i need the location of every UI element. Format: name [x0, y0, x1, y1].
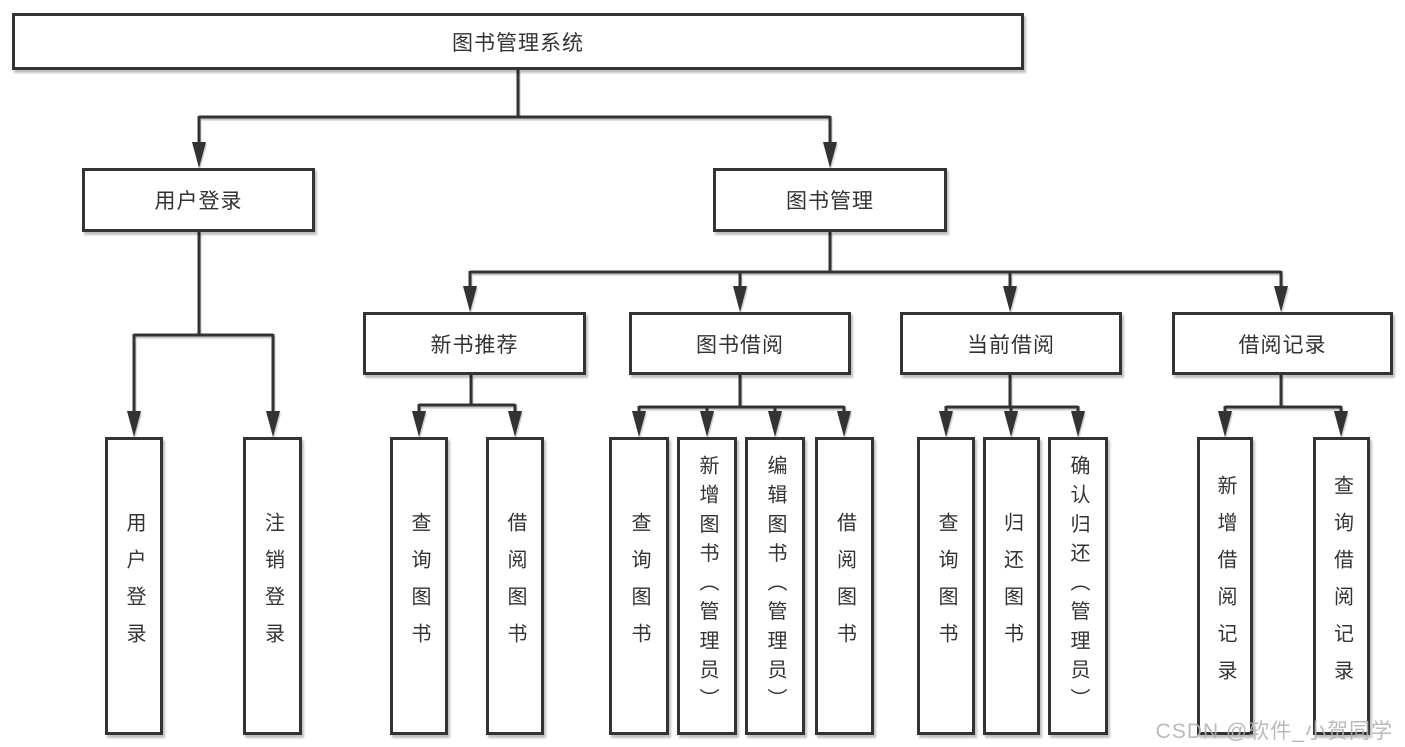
leaf-current-confirm-admin: 确认归还（管理员） [1048, 437, 1108, 735]
leaf-borrow-add-admin: 新增图书（管理员） [677, 437, 737, 735]
node-new-book-recommend-label: 新书推荐 [430, 333, 519, 357]
leaf-borrow-borrow: 借阅图书 [815, 437, 874, 735]
leaf-newbook-query-label: 查询图书 [408, 512, 430, 660]
leaf-user-login: 用户登录 [105, 437, 163, 735]
arrowheads [127, 142, 1348, 437]
leaf-borrow-query: 查询图书 [609, 437, 669, 735]
leaf-borrow-edit-admin-label: 编辑图书（管理员） [764, 455, 786, 717]
node-user-login: 用户登录 [82, 168, 315, 232]
leaf-records-query-label: 查询借阅记录 [1330, 475, 1353, 697]
csdn-watermark: CSDN @软件_小贺同学 [1155, 720, 1393, 743]
node-book-management-label: 图书管理 [786, 190, 874, 213]
leaf-borrow-edit-admin: 编辑图书（管理员） [745, 437, 805, 735]
leaf-logout-label: 注销登录 [261, 512, 284, 660]
leaf-user-login-label: 用户登录 [123, 512, 145, 660]
node-book-borrow-label: 图书借阅 [696, 333, 784, 357]
node-borrow-records-label: 借阅记录 [1238, 333, 1327, 357]
leaf-current-query-label: 查询图书 [935, 512, 957, 660]
node-book-management: 图书管理 [713, 168, 947, 232]
leaf-newbook-query: 查询图书 [390, 437, 448, 735]
node-new-book-recommend: 新书推荐 [363, 312, 586, 375]
leaf-borrow-query-label: 查询图书 [628, 512, 650, 660]
leaf-logout: 注销登录 [243, 437, 302, 735]
node-current-borrow-label: 当前借阅 [967, 333, 1055, 357]
leaf-borrow-borrow-label: 借阅图书 [833, 512, 856, 660]
node-root-system: 图书管理系统 [12, 13, 1024, 70]
leaf-current-return: 归还图书 [983, 437, 1040, 735]
leaf-current-return-label: 归还图书 [1000, 512, 1023, 660]
leaf-borrow-add-admin-label: 新增图书（管理员） [696, 455, 718, 717]
leaf-records-query: 查询借阅记录 [1313, 437, 1370, 735]
node-current-borrow: 当前借阅 [900, 312, 1122, 375]
leaf-current-confirm-admin-label: 确认归还（管理员） [1067, 455, 1089, 717]
node-book-borrow: 图书借阅 [629, 312, 851, 375]
node-borrow-records: 借阅记录 [1172, 312, 1393, 375]
leaf-current-query: 查询图书 [917, 437, 975, 735]
node-user-login-label: 用户登录 [154, 190, 243, 213]
leaf-newbook-borrow: 借阅图书 [486, 437, 544, 735]
leaf-newbook-borrow-label: 借阅图书 [504, 512, 526, 660]
leaf-records-add: 新增借阅记录 [1197, 437, 1253, 735]
leaf-records-add-label: 新增借阅记录 [1214, 475, 1236, 697]
node-root-label: 图书管理系统 [452, 31, 584, 55]
